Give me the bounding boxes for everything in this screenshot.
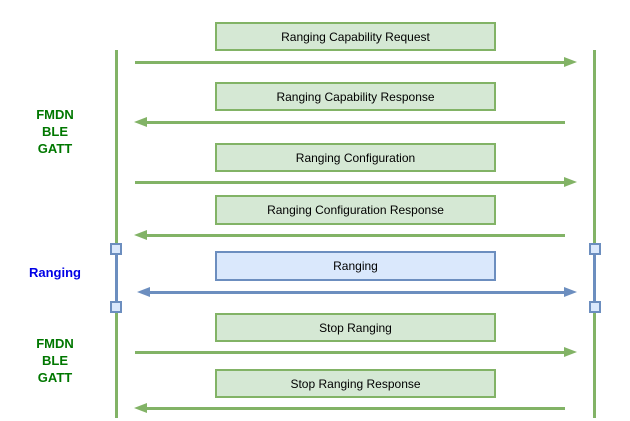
arrowhead-right-icon <box>564 177 577 187</box>
phase-label-line: FMDN <box>36 107 74 122</box>
phase-label-fmdn-ble-gatt-bottom: FMDN BLE GATT <box>20 335 90 386</box>
message-box-ranging: Ranging <box>215 251 496 281</box>
arrow-shaft <box>145 407 565 410</box>
phase-label-line: FMDN <box>36 336 74 351</box>
message-box-stop-ranging-response: Stop Ranging Response <box>215 369 496 398</box>
phase-label-line: Ranging <box>29 265 81 280</box>
arrow-shaft <box>145 234 565 237</box>
message-box-ranging-capability-response: Ranging Capability Response <box>215 82 496 111</box>
message-box-ranging-configuration-response: Ranging Configuration Response <box>215 195 496 225</box>
arrow-stop-ranging <box>135 347 577 357</box>
arrow-stop-ranging-response <box>134 403 565 413</box>
phase-label-line: BLE <box>42 353 68 368</box>
message-label: Stop Ranging <box>319 320 392 335</box>
arrow-ranging-capability-response <box>134 117 565 127</box>
arrowhead-right-icon <box>564 287 577 297</box>
phase-label-line: GATT <box>37 370 73 385</box>
arrow-shaft <box>145 121 565 124</box>
lifeline-left <box>115 50 118 418</box>
activation-handle-right-bottom <box>589 301 601 313</box>
activation-bar-right <box>593 254 596 302</box>
message-label: Ranging Capability Request <box>281 29 430 44</box>
arrowhead-left-icon <box>134 117 147 127</box>
message-box-stop-ranging: Stop Ranging <box>215 313 496 342</box>
arrow-ranging-capability-request <box>135 57 577 67</box>
arrow-shaft <box>135 61 566 64</box>
phase-label-line: BLE <box>42 124 68 139</box>
arrow-ranging-configuration <box>135 177 577 187</box>
activation-bar-left <box>115 254 118 302</box>
arrowhead-left-icon <box>137 287 150 297</box>
arrowhead-right-icon <box>564 57 577 67</box>
activation-handle-left-bottom <box>110 301 122 313</box>
arrow-ranging-bidirectional <box>137 287 577 297</box>
message-box-ranging-capability-request: Ranging Capability Request <box>215 22 496 51</box>
message-box-ranging-configuration: Ranging Configuration <box>215 143 496 172</box>
phase-label-line: GATT <box>37 141 73 156</box>
message-label: Ranging <box>333 259 378 273</box>
arrowhead-left-icon <box>134 403 147 413</box>
lifeline-right <box>593 50 596 418</box>
phase-label-ranging: Ranging <box>20 265 90 280</box>
message-label: Ranging Configuration Response <box>267 203 444 217</box>
phase-label-fmdn-ble-gatt-top: FMDN BLE GATT <box>20 106 90 157</box>
arrowhead-right-icon <box>564 347 577 357</box>
arrow-shaft <box>135 351 566 354</box>
message-label: Ranging Capability Response <box>276 89 435 104</box>
arrow-shaft <box>135 181 566 184</box>
activation-handle-left-top <box>110 243 122 255</box>
activation-handle-right-top <box>589 243 601 255</box>
arrow-shaft <box>148 291 566 294</box>
arrow-ranging-configuration-response <box>134 230 565 240</box>
message-label: Stop Ranging Response <box>290 376 421 391</box>
arrowhead-left-icon <box>134 230 147 240</box>
message-label: Ranging Configuration <box>295 150 416 165</box>
